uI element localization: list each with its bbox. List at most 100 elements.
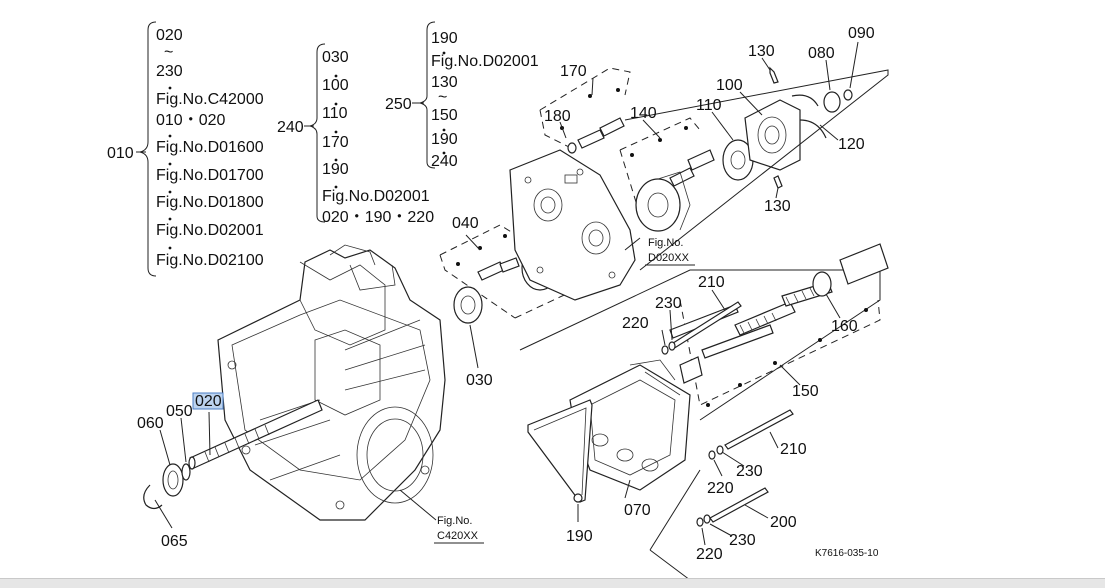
group-010-entry: 010・020	[156, 112, 225, 129]
washer-230-upper	[668, 341, 676, 351]
washer-230-bottom	[703, 514, 711, 524]
label-065: 065	[161, 533, 188, 550]
lower-frame-line	[649, 469, 701, 581]
label-230-upper: 230	[655, 295, 682, 312]
upper-assembly-frame-line	[624, 69, 889, 271]
plug-190	[573, 493, 583, 503]
washer-220-upper	[661, 345, 669, 355]
group-240-entry: 030	[322, 49, 349, 66]
label-220-upper: 220	[622, 315, 649, 332]
label-150: 150	[792, 383, 819, 400]
group-170-parts	[560, 88, 625, 154]
fig-ref-c420xx[interactable]: Fig.No. C420XX	[434, 515, 484, 544]
label-170: 170	[560, 63, 587, 80]
snap-ring-065	[143, 484, 163, 510]
plate-120-top	[791, 94, 819, 107]
group-250-code: 250	[385, 96, 412, 113]
housing-100-drawing	[744, 99, 801, 171]
label-160: 160	[831, 318, 858, 335]
group-170-dashed-outline	[539, 67, 631, 151]
spool-assembly-parts	[669, 243, 889, 407]
label-180: 180	[544, 108, 571, 125]
seal-050	[181, 463, 191, 481]
group-010-entry: 230	[156, 63, 183, 80]
group-010-entry: Fig.No.D01600	[156, 139, 264, 156]
bearing-080	[823, 91, 841, 113]
bolt-130-top	[769, 66, 779, 84]
group-010-entry: 020	[156, 27, 183, 44]
label-020: 020	[195, 393, 222, 410]
group-010-entry: Fig.No.D01800	[156, 194, 264, 211]
label-130-top: 130	[748, 43, 775, 60]
window-bottom-edge	[0, 578, 1105, 588]
group-010-entry: Fig.No.C42000	[156, 91, 264, 108]
group-010-code: 010	[107, 145, 134, 162]
label-070: 070	[624, 502, 651, 519]
main-shaft-020	[188, 399, 323, 470]
washer-230-lower	[716, 445, 724, 455]
washer-220-bottom	[696, 517, 704, 527]
group-250-entry: 130	[431, 74, 458, 91]
washer-220-lower	[708, 450, 716, 460]
label-020-highlight	[192, 392, 224, 410]
group-240-bracket: 240 030 100 110 170 190 Fig.No.D02001 02…	[277, 43, 434, 226]
label-110: 110	[696, 97, 722, 114]
drawing-code: K7616-035-10	[815, 548, 879, 559]
bolt-130-bottom	[773, 175, 783, 189]
group-010-entry: Fig.No.D02100	[156, 252, 264, 269]
bearing-030	[453, 286, 483, 324]
plate-120-bottom	[799, 119, 827, 139]
label-050: 050	[166, 403, 193, 420]
group-240-entry: 190	[322, 161, 349, 178]
washer-090	[843, 89, 853, 101]
group-010-bracket: 010 020 ~ 230 Fig.No.C42000 010・020 Fig.…	[107, 21, 264, 277]
label-230-lower: 230	[736, 463, 763, 480]
group-250-bracket: 250 190 Fig.No.D02001 130 ~ 150 190 240	[385, 21, 539, 170]
label-080: 080	[808, 45, 835, 62]
group-240-entry: 170	[322, 134, 349, 151]
fig-ref-c420xx-line2[interactable]: C420XX	[437, 530, 479, 542]
group-250-entry: 150	[431, 107, 458, 124]
fig-ref-c420xx-line1[interactable]: Fig.No.	[437, 515, 472, 527]
group-250-entry: ~	[438, 89, 447, 106]
label-140: 140	[630, 105, 657, 122]
group-150-dashed-outline	[679, 299, 881, 406]
label-120: 120	[838, 136, 865, 153]
group-240-entry: 100	[322, 77, 349, 94]
group-240-code: 240	[277, 119, 304, 136]
label-100: 100	[716, 77, 743, 94]
transmission-case-drawing	[217, 244, 446, 521]
bolt-200	[709, 487, 769, 523]
label-040: 040	[452, 215, 479, 232]
label-090: 090	[848, 25, 875, 42]
label-130-bottom: 130	[764, 198, 791, 215]
label-220-lower: 220	[707, 480, 734, 497]
label-200: 200	[770, 514, 797, 531]
part-labels: 170 180 140 110 100 130 080 090 120 130 …	[137, 25, 875, 563]
leader-lines	[154, 41, 859, 546]
group-010-entry: Fig.No.D01700	[156, 167, 264, 184]
label-030: 030	[466, 372, 493, 389]
group-250-entry: 240	[431, 153, 458, 170]
label-230-bottom: 230	[729, 532, 756, 549]
bearing-060	[162, 463, 184, 497]
bolt-210-lower	[724, 409, 794, 450]
group-250-entry: 190	[431, 30, 458, 47]
fig-ref-d020xx-line2[interactable]: D020XX	[648, 252, 690, 264]
label-210-lower: 210	[780, 441, 807, 458]
label-220-bottom: 220	[696, 546, 723, 563]
label-060: 060	[137, 415, 164, 432]
group-010-entry: Fig.No.D02001	[156, 222, 264, 239]
group-140-parts	[630, 126, 715, 232]
fig-ref-d020xx[interactable]: Fig.No. D020XX	[645, 237, 695, 266]
group-140-dashed-outline	[619, 117, 701, 216]
fig-ref-d020xx-line1[interactable]: Fig.No.	[648, 237, 683, 249]
label-210-upper: 210	[698, 274, 725, 291]
group-240-entry: Fig.No.D02001	[322, 188, 430, 205]
label-190: 190	[566, 528, 593, 545]
group-240-entry: 020・190・220	[322, 209, 434, 226]
pump-housing-drawing	[509, 149, 636, 301]
group-250-entry: Fig.No.D02001	[431, 53, 539, 70]
